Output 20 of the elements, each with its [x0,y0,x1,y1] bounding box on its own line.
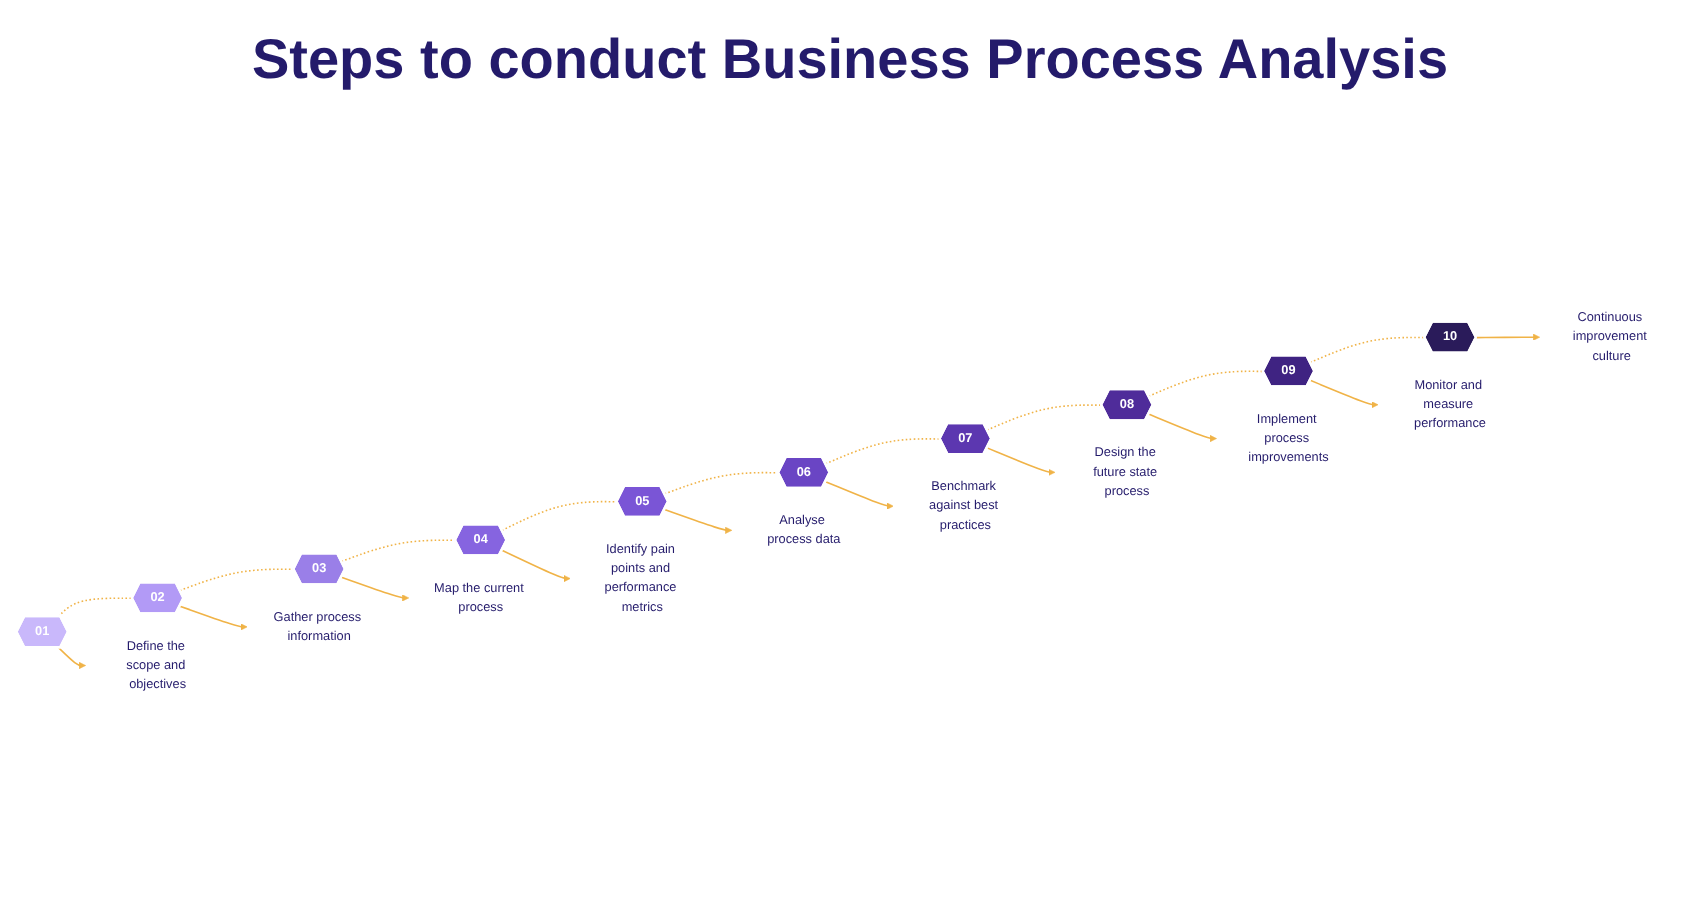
connector [179,569,295,592]
arrow [340,577,410,603]
arrow [824,481,894,511]
connector [501,501,618,532]
arrow [1147,413,1217,443]
arrow [1309,380,1379,409]
connector [986,404,1103,432]
arrow [1475,334,1540,342]
arrow [501,550,571,583]
connector [824,438,941,466]
diagram-title: Steps to conduct Business Process Analysis [251,28,1449,92]
arrow [986,447,1056,477]
connector [663,472,780,496]
arrow [663,509,733,535]
connector [340,540,457,563]
arrow [57,647,86,670]
connector [1147,371,1264,398]
arrow [179,606,248,632]
connector [57,598,133,618]
connector [1309,337,1426,364]
